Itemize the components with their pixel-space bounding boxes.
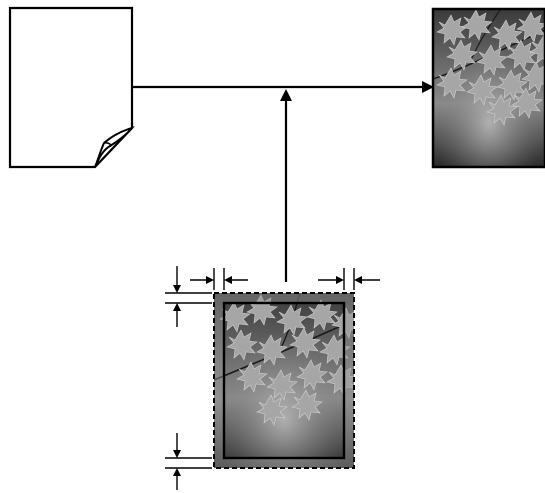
- arrow-image-to-result: [280, 89, 292, 282]
- top-margin-indicator: [165, 266, 212, 327]
- paper-curl-icon: [94, 126, 135, 168]
- paper-edge-border: [222, 301, 346, 460]
- paper-sheet: [8, 6, 135, 169]
- printed-result-photo: [431, 7, 545, 169]
- image-overflow-border: [213, 292, 355, 469]
- left-margin-indicator: [190, 268, 248, 290]
- bottom-margin-indicator: [165, 433, 212, 490]
- paper-outline: [8, 6, 134, 169]
- arrow-paper-to-result: [132, 81, 434, 93]
- right-margin-indicator: [318, 268, 380, 290]
- source-image-enlarged: [213, 292, 355, 469]
